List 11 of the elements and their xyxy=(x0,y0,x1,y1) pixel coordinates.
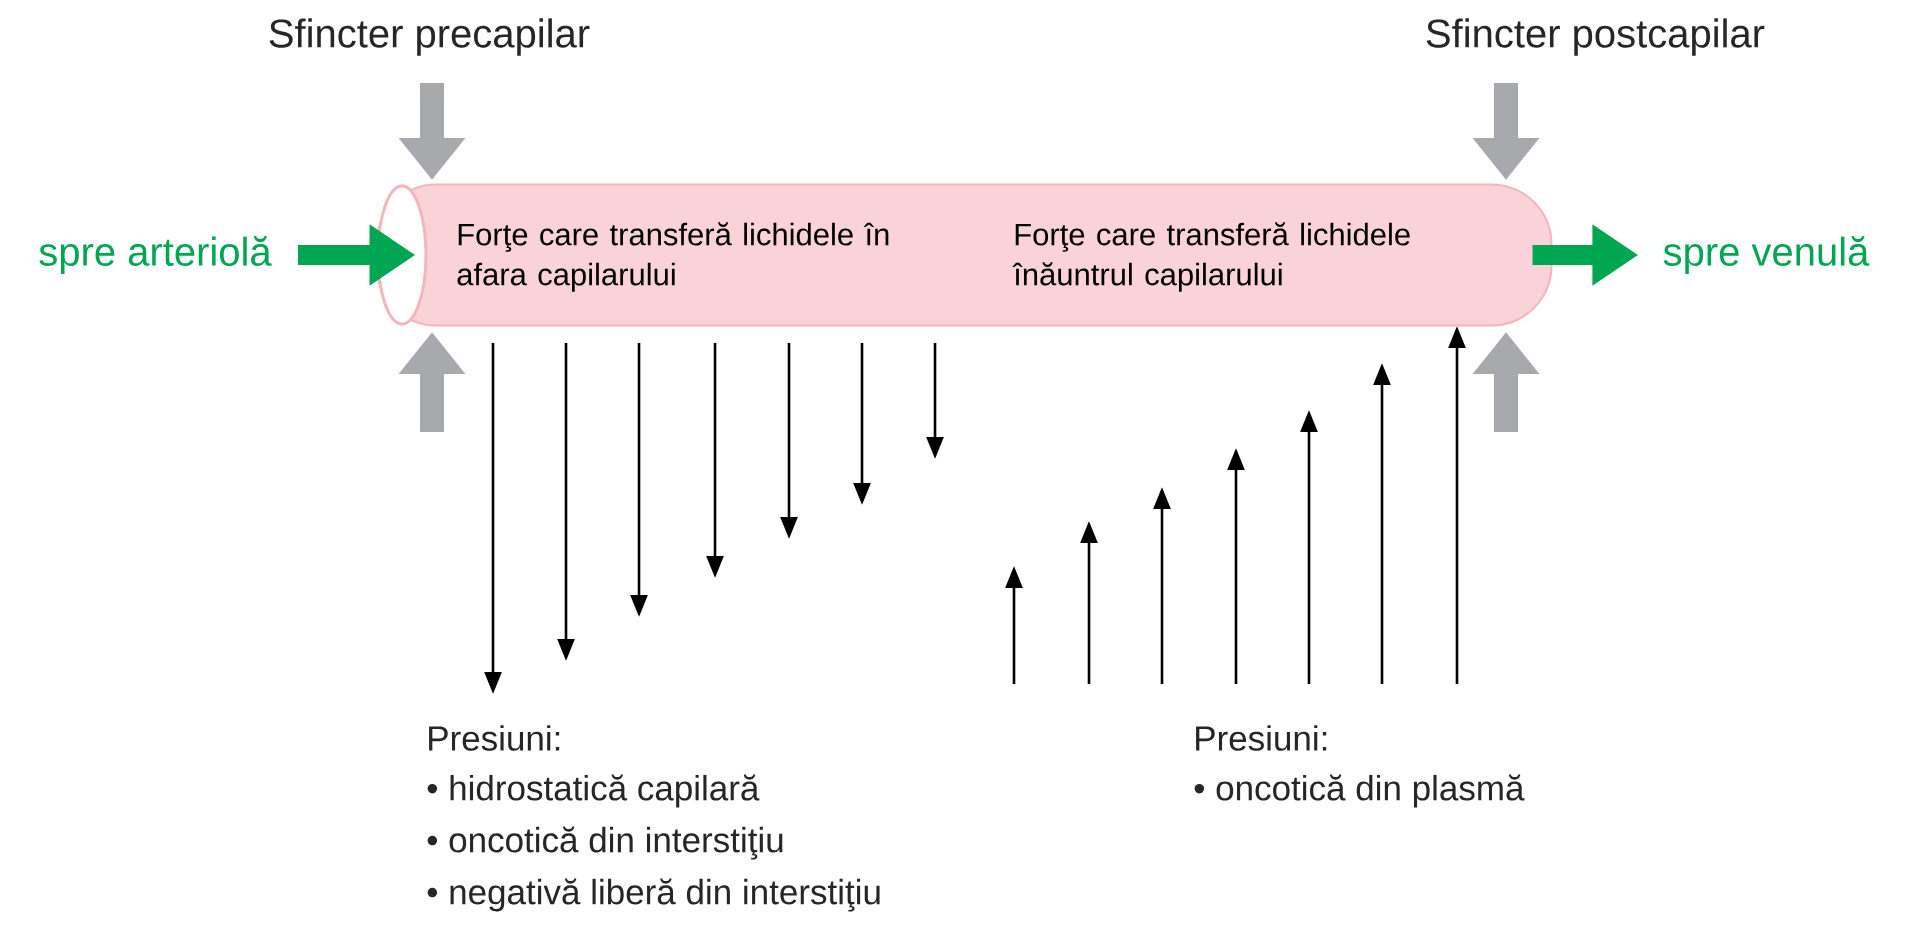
pressure-heading: Presiuni: xyxy=(1196,725,1327,751)
pressure-item: • negativă liberă din interstiţiu xyxy=(427,878,880,912)
sphincter-label: Sfincter postcapilar xyxy=(1426,18,1765,56)
vessel-label: spre venulă xyxy=(1663,236,1870,274)
capillary-tube: Forţe care transferă lichidele în afara capilarului Forţe care transferă lichidele înăuntrul capilarului xyxy=(375,183,1553,327)
pressure-heading: Presiuni: xyxy=(429,725,560,751)
pressure-item: • oncotică din interstiţiu xyxy=(427,826,783,860)
pressure-item: • oncotică din plasmă xyxy=(1194,774,1525,808)
pressure-item: • hidrostatică capilară xyxy=(427,774,760,808)
vessel-label: spre arteriolă xyxy=(39,236,272,274)
sphincter-label: Sfincter precapilar xyxy=(269,18,590,56)
